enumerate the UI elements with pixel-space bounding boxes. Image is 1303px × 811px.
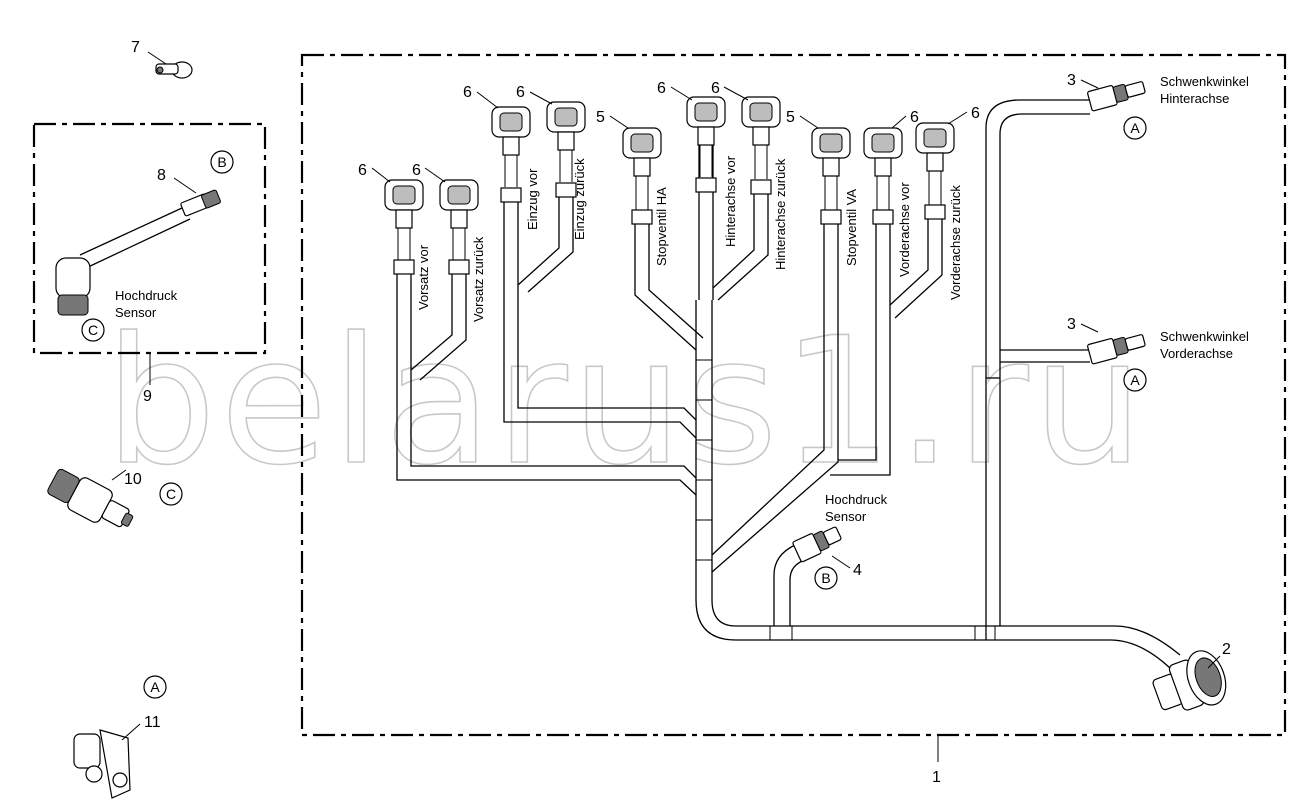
label-schwenkwinkel-ha-2: Hinterachse [1160, 91, 1229, 106]
leader-10 [111, 469, 127, 481]
callout-6-hinterachse-vor: 6 [657, 80, 666, 97]
callout-11: 11 [144, 714, 161, 731]
connector-stopventil-ha [622, 127, 662, 210]
callout-7: 7 [131, 39, 140, 56]
wire-labels: Vorsatz vor Vorsatz zurück Einzug vor Ei… [416, 155, 963, 322]
connector-schwenkwinkel-ha [1087, 81, 1146, 112]
label-hochdruck-inset-2: Sensor [115, 305, 157, 320]
ref-a-upper: A [1130, 120, 1140, 136]
label-schwenkwinkel-va-2: Vorderachse [1160, 346, 1233, 361]
ref-a-11: A [150, 679, 160, 695]
label-stopventil-va: Stopventil VA [844, 189, 859, 266]
label-vorderachse-vor: Vorderachse vor [897, 182, 912, 277]
callout-6-einzug-vor: 6 [463, 84, 472, 101]
connector-einzug-vor [491, 106, 531, 187]
callout-6-vorsatz-zurueck: 6 [412, 162, 421, 179]
ref-c-inset: C [88, 322, 98, 338]
ref-c-10: C [166, 486, 176, 502]
callout-3-lower: 3 [1067, 316, 1076, 333]
ref-circle-b-inset [210, 150, 234, 174]
callout-leaders [371, 79, 1221, 669]
ref-circle-c-inset [81, 318, 105, 342]
ref-b-inset: B [217, 154, 226, 170]
label-vorsatz-zurueck: Vorsatz zurück [471, 236, 486, 322]
label-einzug-vor: Einzug vor [525, 168, 540, 230]
inset-sensor-cable [55, 189, 221, 316]
wire-sleeves [393, 177, 946, 275]
connector-hinterachse-zurueck [741, 96, 781, 179]
ref-circle-b-harness [814, 566, 838, 590]
label-hochdruck-main-1: Hochdruck [825, 492, 888, 507]
callout-5-ha: 5 [596, 109, 605, 126]
label-vorsatz-vor: Vorsatz vor [416, 244, 431, 310]
label-hinterachse-vor: Hinterachse vor [723, 155, 738, 247]
callout-2: 2 [1222, 641, 1231, 658]
connector-hochdruck-sensor [792, 526, 842, 563]
callout-6-vorsatz-vor: 6 [358, 162, 367, 179]
pressure-sensor-part [47, 468, 134, 528]
connector-stopventil-va [811, 127, 851, 210]
speed-sensor-part [73, 729, 131, 799]
callout-1: 1 [932, 769, 941, 786]
clip-part [155, 61, 193, 79]
ref-circle-a-lower [1123, 368, 1147, 392]
callout-numbers: 1 2 3 3 4 5 5 6 6 6 6 6 6 6 6 7 8 9 10 1… [124, 39, 1231, 786]
label-stopventil-ha: Stopventil HA [654, 187, 669, 266]
callout-10: 10 [124, 471, 142, 488]
text-labels: Schwenkwinkel Hinterachse Schwenkwinkel … [115, 74, 1249, 524]
callout-6-einzug-zurueck: 6 [516, 84, 525, 101]
callout-6-vorderachse-vor: 6 [910, 109, 919, 126]
label-hochdruck-inset-1: Hochdruck [115, 288, 178, 303]
watermark: belarus1.ru [105, 301, 1147, 504]
ref-circle-a-upper [1123, 116, 1147, 140]
leader-11 [121, 723, 141, 741]
connector-vorsatz-vor [384, 179, 424, 260]
label-schwenkwinkel-va-1: Schwenkwinkel [1160, 329, 1249, 344]
harness-frame [300, 53, 1287, 737]
label-einzug-zurueck: Einzug zurück [572, 158, 587, 240]
label-vorderachse-zurueck: Vorderachse zurück [948, 185, 963, 300]
connector-einzug-zurueck [546, 101, 586, 182]
callout-8: 8 [157, 167, 166, 184]
label-hochdruck-main-2: Sensor [825, 509, 867, 524]
ref-a-lower: A [1130, 372, 1140, 388]
connector-vorderachse-vor [863, 127, 903, 210]
connector-hinterachse-vor [686, 96, 726, 177]
leader-8 [173, 177, 197, 194]
callout-5-va: 5 [786, 109, 795, 126]
callout-6-vorderachse-zurueck: 6 [971, 105, 980, 122]
ref-circle-a-11 [143, 675, 167, 699]
harness-wires [396, 99, 1181, 669]
callout-4: 4 [853, 562, 862, 579]
valve-connectors [384, 96, 955, 260]
leader-7 [147, 51, 167, 65]
callout-3-upper: 3 [1067, 72, 1076, 89]
ref-circle-c-10 [159, 482, 183, 506]
ref-b-harness: B [821, 570, 830, 586]
connector-schwenkwinkel-va [1087, 334, 1146, 365]
connector-vorsatz-zurueck [439, 179, 479, 260]
connector-vorderachse-zurueck [915, 122, 955, 205]
label-hinterachse-zurueck: Hinterachse zurück [773, 158, 788, 270]
label-schwenkwinkel-ha-1: Schwenkwinkel [1160, 74, 1249, 89]
circle-refs: A A A B B C C [81, 116, 1147, 699]
callout-6-hinterachse-zurueck: 6 [711, 80, 720, 97]
callout-9: 9 [143, 388, 152, 405]
main-round-connector [1152, 650, 1227, 711]
